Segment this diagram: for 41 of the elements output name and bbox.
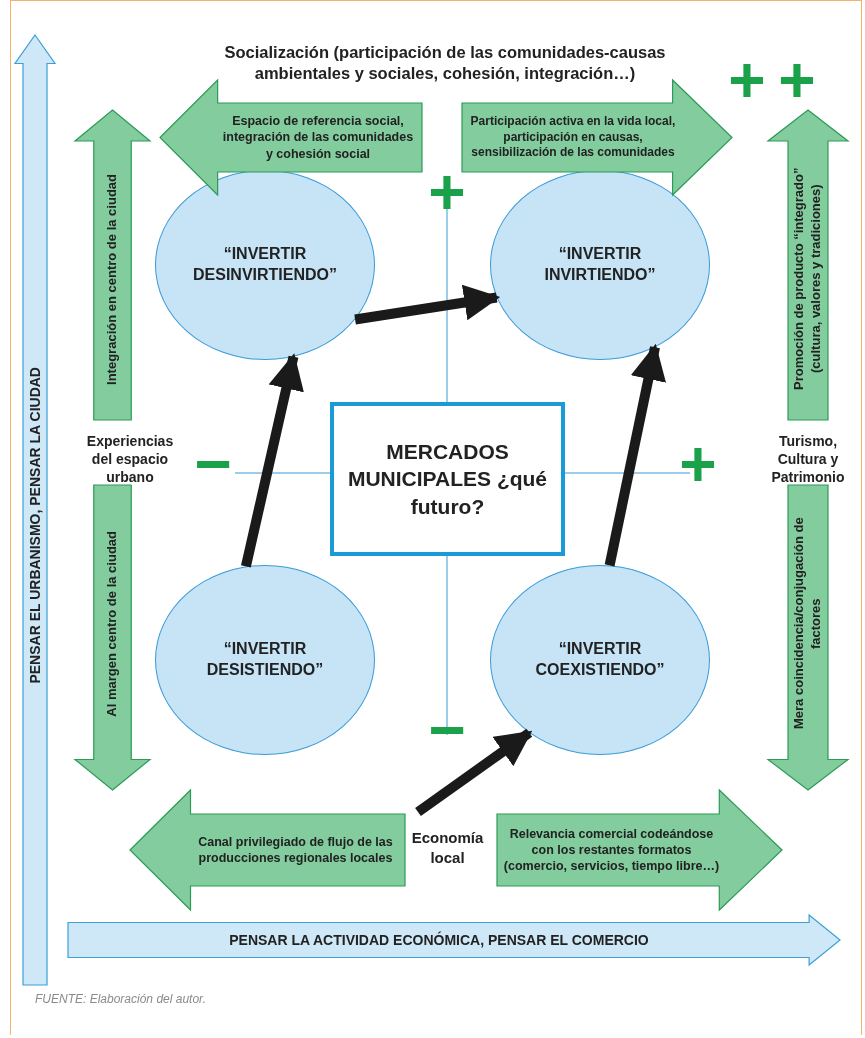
arrow-label: Espacio de referencia social, integración de las comunidades y cohesión social bbox=[222, 113, 414, 162]
strategy-label: “INVERTIR DESISTIENDO” bbox=[205, 639, 325, 680]
heading-text: Socialización (participación de las comunidades-causas ambientales y sociales, cohesión, integración…) bbox=[223, 42, 667, 85]
arrow-banner bbox=[130, 790, 405, 910]
axis-arrow bbox=[68, 915, 840, 965]
arrow-label: PENSAR LA ACTIVIDAD ECONÓMICA, PENSAR EL COMERCIO bbox=[229, 930, 649, 950]
arrow-label: Mera coincidencia/conjugación de factores bbox=[791, 516, 824, 732]
arrow-label: Participación activa en la vida local, participación en causas, sensibilización de las comunidades bbox=[469, 114, 677, 161]
arrow bbox=[604, 343, 666, 567]
arrow-banner bbox=[75, 110, 150, 420]
title-box bbox=[330, 402, 565, 556]
arrow bbox=[354, 284, 501, 325]
axis-label: Experiencias del espacio urbano bbox=[85, 432, 175, 487]
minus-sign: − bbox=[193, 432, 233, 496]
source-note: FUENTE: Elaboración del autor. bbox=[35, 992, 206, 1006]
strategy-label: “INVERTIR INVIRTIENDO” bbox=[543, 244, 657, 285]
plus-sign: + bbox=[678, 432, 718, 496]
strategy-label: “INVERTIR COEXISTIENDO” bbox=[534, 639, 666, 680]
arrow-label: PENSAR EL URBANISMO, PENSAR LA CIUDAD bbox=[25, 366, 44, 684]
arrow-label: Promoción de producto “integrado” (cultura, valores y tradiciones) bbox=[791, 166, 824, 393]
arrow-banner bbox=[497, 790, 782, 910]
strategy-label: “INVERTIR DESINVIRTIENDO” bbox=[192, 244, 338, 285]
arrow-banner bbox=[768, 485, 848, 790]
arrow-banner bbox=[462, 80, 732, 195]
arrow-label: Integración en centro de la ciudad bbox=[104, 173, 121, 385]
arrow-label: Relevancia comercial codeándose con los restantes formatos (comercio, servicios, tiempo libre…) bbox=[503, 825, 720, 875]
arrow-label: Al margen centro de la ciudad bbox=[104, 530, 121, 717]
arrow-banner bbox=[160, 80, 422, 195]
plus-sign: + bbox=[727, 48, 767, 112]
plus-sign: + bbox=[777, 48, 817, 112]
axis-label: Turismo, Cultura y Patrimonio bbox=[770, 432, 846, 487]
axis-arrow bbox=[15, 35, 55, 985]
arrow-label: Canal privilegiado de flujo de las producciones regionales locales bbox=[197, 833, 394, 867]
arrow bbox=[241, 353, 304, 568]
axis-label: Economía local bbox=[410, 828, 485, 867]
arrow-banner bbox=[75, 485, 150, 790]
arrow bbox=[415, 728, 533, 817]
plus-sign: + bbox=[427, 160, 467, 224]
minus-sign: − bbox=[427, 698, 467, 762]
arrow-banner bbox=[768, 110, 848, 420]
title-text: MERCADOS MUNICIPALES ¿qué futuro? bbox=[346, 439, 549, 520]
